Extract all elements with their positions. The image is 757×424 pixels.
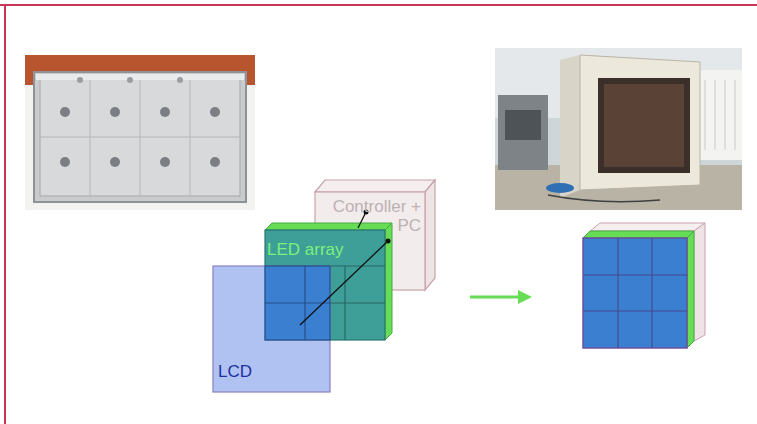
lcd-label-box: LCD	[218, 362, 278, 381]
led-array-box	[265, 223, 392, 340]
lcd-panel	[213, 266, 330, 392]
assembled-cube	[583, 223, 705, 348]
node-label: LCD	[218, 362, 278, 381]
frame-line	[4, 5, 6, 424]
cable	[300, 210, 391, 326]
led-array-label-box: LED array	[267, 240, 355, 259]
node-label: LED array	[267, 240, 355, 259]
device-photo	[495, 48, 742, 210]
controller-label-box: Controller + PC	[317, 197, 421, 235]
frame-line	[0, 4, 757, 6]
node-label: Controller + PC	[317, 197, 421, 235]
assembly-arrow	[470, 290, 532, 304]
housing-photo	[25, 55, 255, 210]
